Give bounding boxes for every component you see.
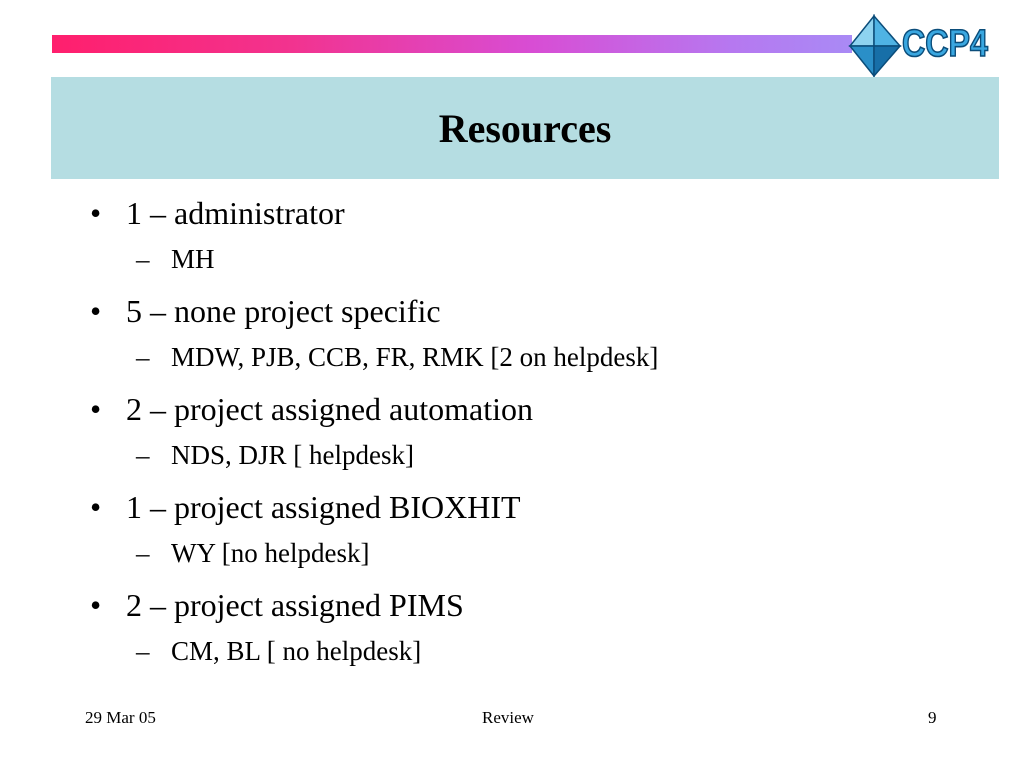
bullet-item: • 5 – none project specific [0, 286, 1024, 336]
bullet-marker: • [90, 391, 102, 427]
ccp4-logo: CCP4 [846, 12, 992, 78]
sub-bullet-marker: – [136, 636, 150, 666]
sub-bullet-text: MH [171, 244, 215, 274]
sub-bullet-marker: – [136, 538, 150, 568]
slide-title: Resources [438, 105, 612, 151]
sub-bullet-item: – NDS, DJR [ helpdesk] [0, 434, 1024, 482]
sub-bullet-marker: – [136, 440, 150, 470]
sub-bullet-text: CM, BL [ no helpdesk] [171, 636, 422, 666]
bullet-item: • 2 – project assigned PIMS [0, 580, 1024, 630]
footer-page-number: 9 [928, 708, 937, 727]
bullet-text: 1 – administrator [126, 195, 345, 231]
sub-bullet-marker: – [136, 342, 150, 372]
ccp4-logo-graphic: CCP4 [848, 13, 989, 78]
bullet-item: • 2 – project assigned automation [0, 384, 1024, 434]
sub-bullet-text: NDS, DJR [ helpdesk] [171, 440, 414, 470]
sub-bullet-text: MDW, PJB, CCB, FR, RMK [2 on helpdesk] [171, 342, 659, 372]
header-gradient-bar [52, 35, 852, 53]
sub-bullet-marker: – [136, 244, 150, 274]
footer-presentation-title: Review [482, 708, 534, 727]
sub-bullet-item: – CM, BL [ no helpdesk] [0, 630, 1024, 678]
bullet-marker: • [90, 587, 102, 623]
bullet-marker: • [90, 489, 102, 525]
bullet-marker: • [90, 195, 102, 231]
octahedron-diamond-icon [848, 13, 902, 78]
bullet-text: 5 – none project specific [126, 293, 441, 329]
logo-text: CCP4 [902, 23, 988, 65]
bullet-text: 2 – project assigned automation [126, 391, 534, 427]
title-banner: Resources [51, 77, 999, 179]
bullet-marker: • [90, 293, 102, 329]
bullet-text: 2 – project assigned PIMS [126, 587, 464, 623]
sub-bullet-item: – MDW, PJB, CCB, FR, RMK [2 on helpdesk] [0, 336, 1024, 384]
bullet-item: • 1 – project assigned BIOXHIT [0, 482, 1024, 532]
bullet-list: • 1 – administrator – MH • 5 – none proj… [0, 188, 1024, 678]
sub-bullet-text: WY [no helpdesk] [171, 538, 370, 568]
bullet-item: • 1 – administrator [0, 188, 1024, 238]
bullet-text: 1 – project assigned BIOXHIT [126, 489, 521, 525]
footer-date: 29 Mar 05 [85, 708, 156, 727]
sub-bullet-item: – WY [no helpdesk] [0, 532, 1024, 580]
sub-bullet-item: – MH [0, 238, 1024, 286]
